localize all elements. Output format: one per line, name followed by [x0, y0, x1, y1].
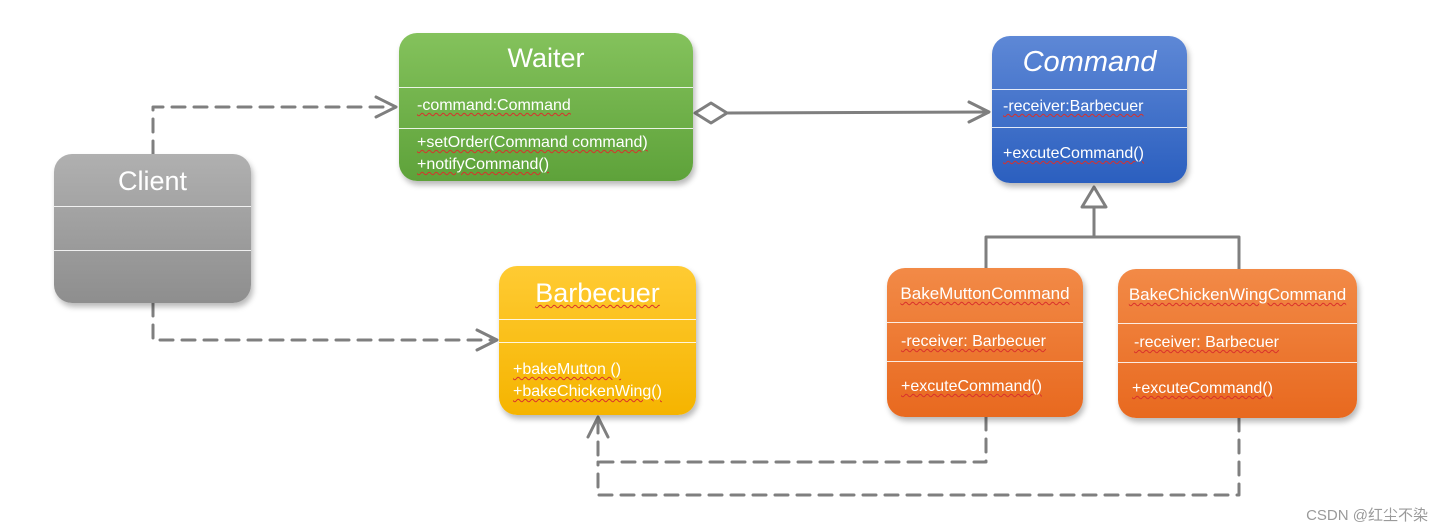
- divider: [887, 322, 1083, 323]
- divider: [992, 127, 1187, 128]
- attribute: -receiver:Barbecuer: [1003, 98, 1144, 115]
- divider: [499, 342, 696, 343]
- class-name: Command: [1022, 46, 1157, 78]
- watermark: CSDN @红尘不染: [1306, 507, 1428, 524]
- class-command[interactable]: Command -receiver:Barbecuer +excuteComma…: [992, 36, 1187, 183]
- aggregation-diamond: [693, 101, 729, 125]
- divider: [992, 89, 1187, 90]
- waiter-to-command-aggregation: [725, 110, 990, 115]
- class-bake-mutton-command[interactable]: BakeMuttonCommand -receiver: Barbecuer +…: [887, 268, 1083, 417]
- method-list: +setOrder(Command command) +notifyComman…: [417, 132, 693, 176]
- class-name: Barbecuer: [535, 278, 660, 308]
- client-to-waiter-dependency: [151, 105, 394, 156]
- mutton-to-barbecuer-dependency: [596, 415, 988, 464]
- generalization-lines: [984, 205, 1241, 271]
- attribute: -command:Command: [417, 97, 571, 114]
- client-to-barbecuer-arrowhead: [475, 328, 499, 352]
- class-name: BakeChickenWingCommand: [1128, 285, 1347, 304]
- divider: [499, 319, 696, 320]
- method: +bakeMutton (): [513, 361, 622, 378]
- waiter-to-command-arrowhead: [967, 100, 991, 124]
- client-to-barbecuer-dependency: [151, 301, 494, 342]
- class-name: Waiter: [507, 43, 585, 73]
- generalization-triangle: [1080, 185, 1108, 209]
- commands-to-barbecuer-arrowhead: [586, 415, 610, 439]
- method: +excuteCommand(): [901, 378, 1042, 395]
- class-name: BakeMuttonCommand: [900, 284, 1070, 303]
- divider: [887, 361, 1083, 362]
- class-client[interactable]: Client: [54, 154, 251, 303]
- method: +setOrder(Command command): [417, 134, 648, 151]
- method: +excuteCommand(): [1003, 145, 1144, 162]
- method: +notifyCommand(): [417, 156, 550, 173]
- attribute: -receiver: Barbecuer: [1134, 334, 1279, 351]
- method-list: +bakeMutton () +bakeChickenWing(): [513, 359, 696, 403]
- chicken-to-barbecuer-dependency: [596, 416, 1241, 497]
- divider: [54, 250, 251, 251]
- divider: [399, 87, 693, 88]
- method: +excuteCommand(): [1132, 380, 1273, 397]
- divider: [54, 206, 251, 207]
- class-name: Client: [117, 166, 188, 196]
- client-to-waiter-arrowhead: [374, 95, 398, 119]
- class-waiter[interactable]: Waiter -command:Command +setOrder(Comman…: [399, 33, 693, 181]
- divider: [1118, 323, 1357, 324]
- method: +bakeChickenWing(): [513, 383, 662, 400]
- divider: [399, 128, 693, 129]
- attribute: -receiver: Barbecuer: [901, 333, 1046, 350]
- class-barbecuer[interactable]: Barbecuer +bakeMutton () +bakeChickenWin…: [499, 266, 696, 415]
- divider: [1118, 362, 1357, 363]
- class-bake-chicken-wing-command[interactable]: BakeChickenWingCommand -receiver: Barbec…: [1118, 269, 1357, 418]
